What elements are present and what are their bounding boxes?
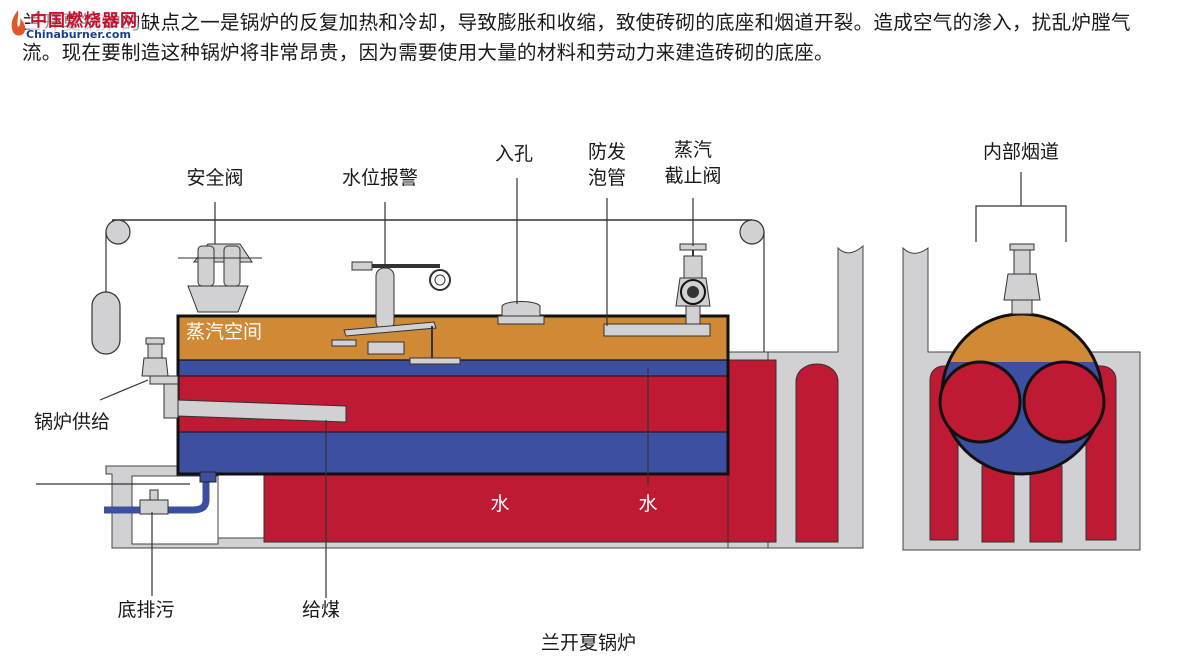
label-safety-valve: 安全阀 xyxy=(186,167,243,189)
feed-check-valve xyxy=(141,337,179,385)
watermark-name: 中国燃烧器网 xyxy=(30,6,138,31)
end-view-bottom-flue-left xyxy=(981,465,1015,543)
safety-valve xyxy=(178,243,262,313)
label-steam-space: 蒸汽空间 xyxy=(186,321,262,343)
end-view-bottom-flue-right xyxy=(1029,465,1063,543)
counterweight xyxy=(91,291,121,355)
label-feed-water: 锅炉供给 xyxy=(34,411,110,433)
label-blowdown: 底排污 xyxy=(117,599,174,621)
figure-caption: 兰开夏锅炉 xyxy=(540,632,636,654)
label-water-left: 水 xyxy=(490,493,509,515)
label-anti-foam-2: 泡管 xyxy=(588,167,626,189)
label-steam-valve-2: 截止阀 xyxy=(664,165,721,187)
water-band-bottom xyxy=(178,432,728,474)
label-inner-flue: 内部烟道 xyxy=(983,141,1059,163)
flame-logo-icon xyxy=(11,10,26,36)
leader-feed-water xyxy=(99,379,149,401)
label-anti-foam-1: 防发 xyxy=(588,141,626,163)
steam-space-region xyxy=(178,316,728,360)
steam-stop-valve xyxy=(675,243,711,325)
label-coal-feed: 给煤 xyxy=(302,599,340,621)
pulley-left xyxy=(105,219,131,245)
inner-flue-left xyxy=(938,360,1022,444)
end-view-steam-valve xyxy=(1003,243,1041,315)
anti-foam-pipe xyxy=(603,323,711,337)
water-band-top xyxy=(178,360,728,376)
label-water-level-alarm: 水位报警 xyxy=(342,167,418,189)
label-manhole: 入孔 xyxy=(495,143,533,165)
pulley-right xyxy=(739,219,765,245)
inner-flue-bracket xyxy=(975,205,1067,242)
inner-flue-right xyxy=(1022,360,1106,444)
side-flue xyxy=(727,359,777,543)
manhole xyxy=(497,301,545,325)
intro-paragraph: 兰开夏锅炉的缺点之一是锅炉的反复加热和冷却，导致膨胀和收缩，致使砖砌的底座和烟道… xyxy=(22,11,1131,64)
label-steam-valve-1: 蒸汽 xyxy=(674,139,712,161)
watermark-logo: 中国燃烧器网 Chinaburner.com xyxy=(6,6,156,46)
blowdown-pipe xyxy=(36,471,217,515)
water-level-alarm xyxy=(331,261,461,365)
watermark-domain: Chinaburner.com xyxy=(26,28,131,41)
rear-flue-arch xyxy=(795,363,839,543)
label-water-right: 水 xyxy=(638,493,657,515)
